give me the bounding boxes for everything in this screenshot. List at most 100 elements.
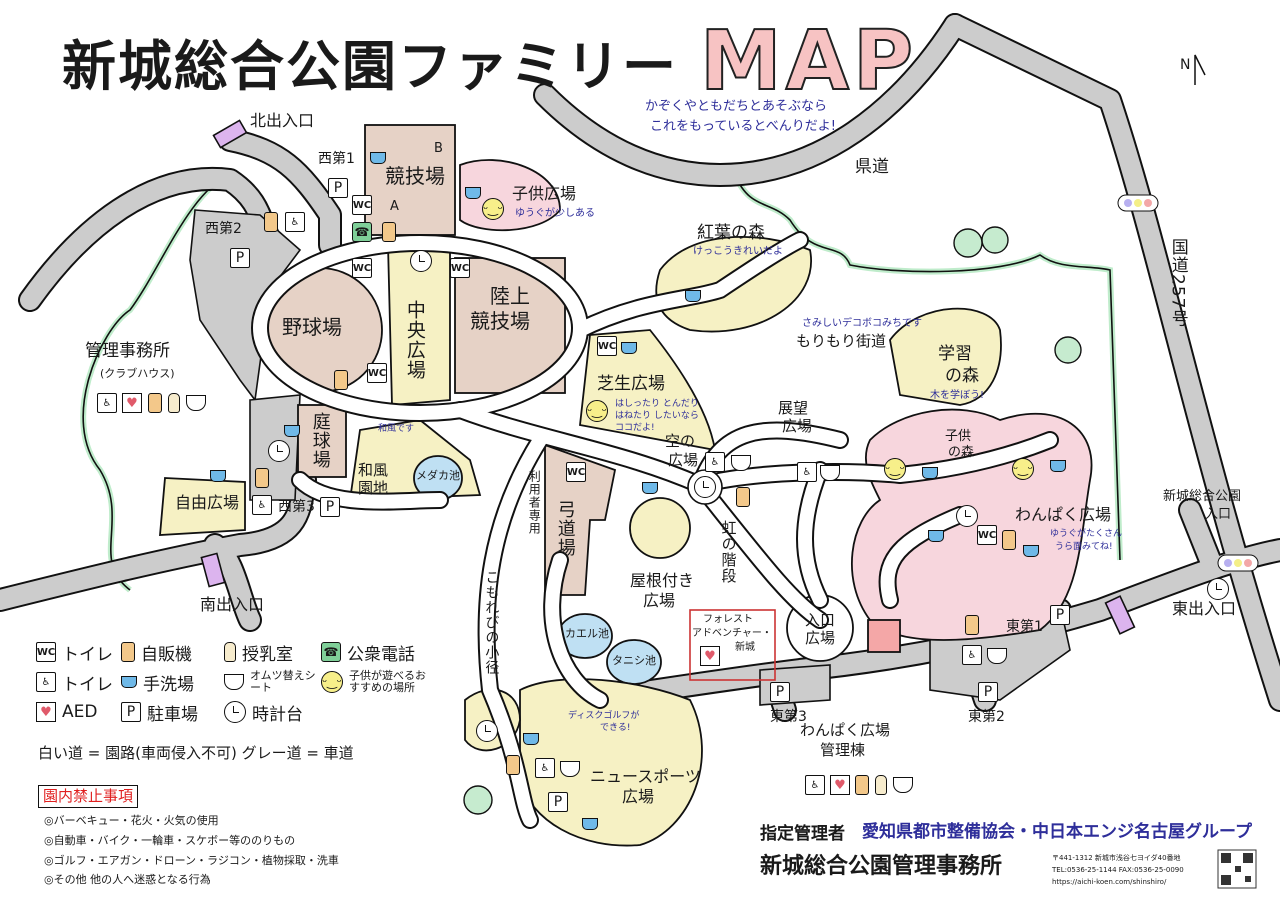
accessible-toilet-icon: ♿ xyxy=(252,495,272,515)
hand-wash-icon xyxy=(642,482,658,494)
note-lawn-2: はねたり したいなら xyxy=(615,411,699,421)
smile-icon: ᵕ‿ᵕ xyxy=(884,458,906,480)
label-entrance-plaza-2: 広場 xyxy=(805,629,836,647)
clock-icon xyxy=(268,440,290,462)
label-users-only: 利用者専用 xyxy=(527,470,542,535)
vending-machine-icon xyxy=(736,487,750,507)
wc-icon: WC xyxy=(352,258,372,278)
north-label: N xyxy=(1180,57,1191,73)
label-sky-2: 広場 xyxy=(668,451,699,469)
subtitle-line1: かぞくやともだちとあそぶなら xyxy=(645,99,828,114)
legend-label: 公衆電話 xyxy=(347,644,415,665)
label-west1: 西第1 xyxy=(318,151,355,167)
label-morimori: もりもり街道 xyxy=(796,332,887,350)
label-stadium-b: B xyxy=(434,141,443,156)
forest-adventure-frame xyxy=(689,609,776,681)
label-kids-plaza: 子供広場 xyxy=(512,184,577,203)
clock-icon xyxy=(694,476,716,498)
label-maple-forest: 紅葉の森 xyxy=(697,223,765,243)
accessible-toilet-icon: ♿ xyxy=(36,672,56,692)
hand-wash-icon xyxy=(465,187,481,199)
accessible-toilet-icon: ♿ xyxy=(535,758,555,778)
wc-icon: WC xyxy=(36,642,56,662)
label-tanishi-pond: タニシ池 xyxy=(612,654,656,667)
label-east-exit: 東出入口 xyxy=(1172,599,1237,618)
office-name: 新城総合公園管理事務所 xyxy=(760,854,1003,879)
label-roofed-2: 広場 xyxy=(643,591,676,610)
office-url[interactable]: https://aichi-koen.com/shinshiro/ xyxy=(1052,878,1167,886)
subtitle-line2: これをもっているとべんりだよ! xyxy=(650,119,836,134)
vending-machine-icon xyxy=(855,775,869,795)
vending-machine-icon xyxy=(382,222,396,242)
aed-icon: ♥ xyxy=(122,393,142,413)
clock-icon xyxy=(956,505,978,527)
hand-wash-icon xyxy=(523,733,539,745)
legend-label: AED xyxy=(62,702,98,722)
hand-wash-icon xyxy=(928,530,944,542)
label-japanese-1: 和風 xyxy=(358,461,389,479)
label-lookout-2: 広場 xyxy=(782,417,813,435)
legend-label: 自販機 xyxy=(141,644,192,665)
hand-wash-icon xyxy=(121,676,137,688)
hand-wash-icon xyxy=(922,467,938,479)
diaper-icon xyxy=(820,465,840,481)
note-wanpaku-1: ゆうぐがたくさん xyxy=(1050,529,1123,539)
label-japanese-2: 園地 xyxy=(358,479,389,497)
vending-machine-icon xyxy=(1002,530,1016,550)
label-roofed-1: 屋根付き xyxy=(630,571,695,590)
label-south-exit: 南出入口 xyxy=(200,595,265,614)
clock-icon xyxy=(410,250,432,272)
wc-icon: WC xyxy=(977,525,997,545)
diaper-icon xyxy=(560,761,580,777)
wc-icon: WC xyxy=(367,363,387,383)
note-morimori: さみしいデコボコみちです xyxy=(802,318,922,329)
label-east3: 東第3 xyxy=(770,709,807,725)
wc-icon: WC xyxy=(352,195,372,215)
diaper-icon xyxy=(224,674,244,690)
note-lawn-1: はしったり とんだり xyxy=(615,399,699,409)
label-stadium: 競技場 xyxy=(385,164,445,188)
hand-wash-icon xyxy=(210,470,226,482)
parking-icon: P xyxy=(1050,605,1070,625)
nursing-room-icon xyxy=(168,393,180,413)
legend-label: 手洗場 xyxy=(143,674,194,695)
trees xyxy=(463,226,1082,815)
note-disc-golf-1: ディスクゴルフが xyxy=(568,711,640,721)
label-athletics-2: 競技場 xyxy=(470,309,530,333)
label-wanpaku: わんぱく広場 xyxy=(1015,505,1112,524)
vending-machine-icon xyxy=(255,468,269,488)
parking-icon: P xyxy=(320,497,340,517)
vending-machine-icon xyxy=(121,642,135,662)
label-north-entrance: 北出入口 xyxy=(250,111,315,130)
vending-machine-icon xyxy=(965,615,979,635)
label-office-sub: (クラブハウス) xyxy=(100,367,175,380)
label-forest-adv-1: フォレスト xyxy=(703,614,753,625)
hand-wash-icon xyxy=(1023,545,1039,557)
office-postal: 〒441-1312 新城市浅谷七ヨイダ40番地 xyxy=(1052,854,1181,862)
public-phone-icon: ☎ xyxy=(321,642,341,662)
smile-icon: ᵕ‿ᵕ xyxy=(1012,458,1034,480)
label-free-plaza: 自由広場 xyxy=(175,493,240,512)
clock-icon xyxy=(476,720,498,742)
north-arrow-icon xyxy=(1194,54,1206,85)
manager-label: 指定管理者 xyxy=(760,824,845,844)
diaper-icon xyxy=(186,395,206,411)
smile-icon: ᵕ‿ᵕ xyxy=(482,198,504,220)
hand-wash-icon xyxy=(582,818,598,830)
accessible-toilet-icon: ♿ xyxy=(805,775,825,795)
hand-wash-icon xyxy=(685,290,701,302)
hand-wash-icon xyxy=(1050,460,1066,472)
label-wanpaku-bldg-2: 管理棟 xyxy=(820,741,866,759)
diaper-icon xyxy=(893,777,913,793)
nursing-room-icon xyxy=(224,642,236,662)
parking-icon: P xyxy=(978,682,998,702)
parking-icon: P xyxy=(230,248,250,268)
legend-label: 子供が遊べるおすすめの場所 xyxy=(349,668,426,694)
note-kids-plaza: ゆうぐが少しある xyxy=(515,208,595,219)
label-west2: 西第2 xyxy=(205,221,242,237)
prohibited-item: ◎その他 他の人へ迷惑となる行為 xyxy=(44,873,211,886)
label-office: 管理事務所 xyxy=(85,341,170,361)
prohibited-title: 園内禁止事項 xyxy=(38,785,139,808)
label-kids-forest-2: の森 xyxy=(948,445,975,460)
prohibited-item: ◎バーベキュー・花火・火気の使用 xyxy=(44,814,219,827)
